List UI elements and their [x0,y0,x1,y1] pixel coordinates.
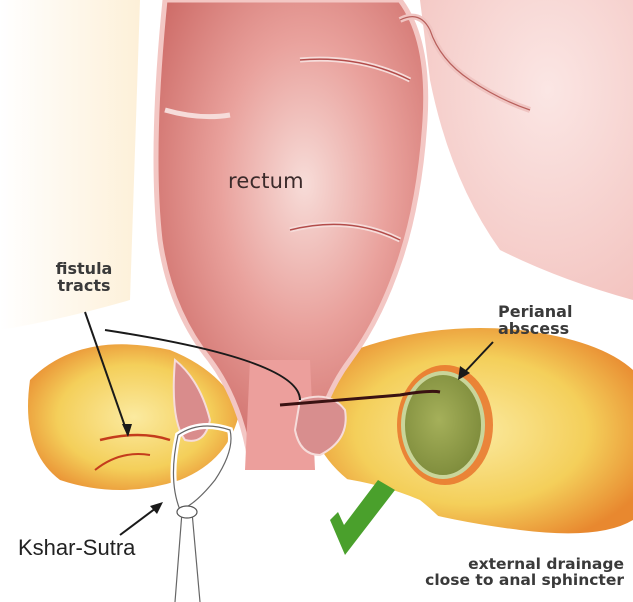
drainage-arrow-icon [330,480,395,555]
external-drainage-line1: external drainage [468,555,624,573]
rectum-label: rectum [228,169,304,193]
perianal-abscess-line1: Perianal [498,302,573,321]
perianal-abscess-line2: abscess [498,318,570,338]
sphincter-right [293,395,347,457]
fistula-tracts-line2: tracts [57,275,111,295]
fistula-tract [279,389,441,407]
kshar-sutra-label: Kshar-Sutra [18,535,136,560]
fistula-leader-right [104,329,301,401]
sphincter-left [172,358,212,442]
external-drainage-label: external drainage close to anal sphincte… [358,556,624,589]
fistula-leader-left [84,311,129,436]
external-drainage-line2: close to anal sphincter [425,571,624,590]
perianal-abscess-label: Perianal abscess [498,302,598,338]
fistula-tracts-line1: fistula [55,259,113,278]
kshar-sutra-leader [119,504,161,536]
fistula-tracts-label: fistula tracts [52,259,116,295]
surrounding-tissue [420,0,633,300]
perianal-abscess [401,371,485,479]
sutra-knot [176,505,198,519]
abscess-leader [461,341,494,376]
